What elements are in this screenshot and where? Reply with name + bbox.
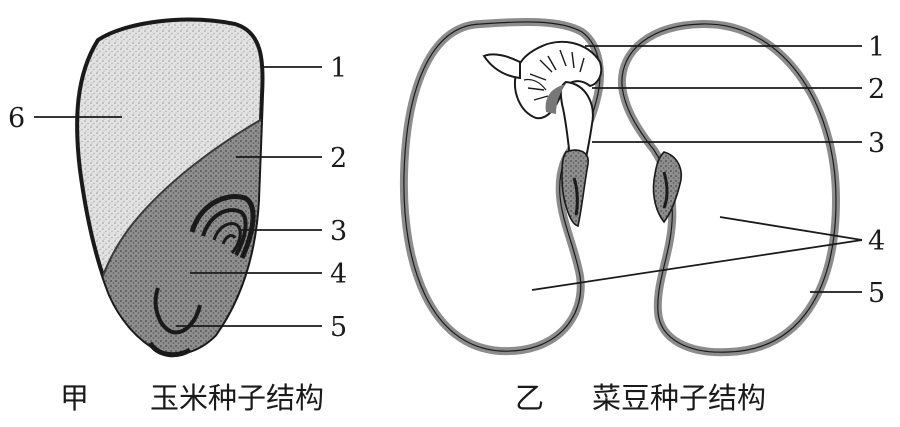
- corn-caption-title: 玉米种子结构: [150, 381, 324, 415]
- corn-seed-diagram: 1 2 3 4 5 6 甲 玉米种子结构: [8, 17, 347, 415]
- bean-leader-4b: [531, 239, 863, 291]
- bean-caption-title: 菜豆种子结构: [592, 381, 766, 415]
- bean-cotyledon-left-edge: [403, 21, 601, 352]
- corn-label-2: 2: [330, 143, 347, 174]
- bean-hypocotyl-shade: [545, 84, 566, 114]
- corn-plumule: [189, 194, 256, 260]
- corn-caption-mark: 甲: [60, 381, 89, 415]
- corn-radicle: [153, 287, 202, 335]
- corn-embryo-region: [96, 118, 263, 354]
- corn-cotyledon-boundary: [95, 117, 263, 301]
- bean-cotyledon-right-edge: [621, 23, 837, 353]
- bean-label-3: 3: [868, 128, 885, 159]
- bean-label-5: 5: [868, 278, 885, 309]
- corn-label-4: 4: [330, 259, 347, 290]
- bean-attachment-right-mark: [662, 171, 669, 209]
- bean-attachment-left-mark: [572, 177, 579, 216]
- bean-seed-diagram: 1 2 3 4 5 乙 菜豆种子结构: [399, 17, 885, 415]
- corn-label-5: 5: [330, 312, 347, 343]
- bean-label-1: 1: [868, 32, 885, 63]
- corn-label-6: 6: [8, 103, 25, 134]
- corn-label-1: 1: [330, 53, 347, 84]
- bean-caption-mark: 乙: [515, 381, 544, 415]
- bean-leader-4a: [719, 216, 863, 241]
- bean-label-2: 2: [868, 74, 885, 105]
- corn-label-3: 3: [330, 216, 347, 247]
- bean-label-4: 4: [868, 226, 885, 257]
- corn-tip: [147, 341, 192, 358]
